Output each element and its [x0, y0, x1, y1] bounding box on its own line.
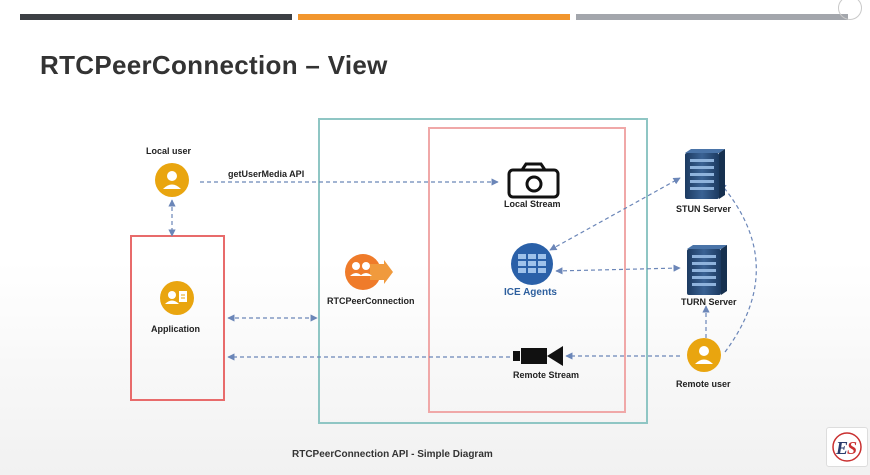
remote-user-icon: [687, 338, 721, 372]
header-bar-dark: [20, 14, 292, 20]
application-label: Application: [151, 324, 200, 334]
turn-server-icon: [687, 245, 727, 295]
ice-agents-label: ICE Agents: [504, 287, 557, 298]
local-user-icon: [155, 163, 189, 197]
remote-user-label: Remote user: [676, 379, 731, 389]
stun-server-icon: [685, 149, 725, 199]
ice-agents-icon: [511, 243, 553, 285]
es-logo: E S: [826, 427, 868, 467]
stun-server-label: STUN Server: [676, 204, 732, 214]
peer-connection-label: RTCPeerConnection: [327, 296, 415, 306]
arrow-ice-stun: [549, 177, 681, 251]
getusermedia-label: getUserMedia API: [228, 169, 305, 179]
turn-server-label: TURN Server: [681, 297, 737, 307]
diagram-caption: RTCPeerConnection API - Simple Diagram: [292, 449, 493, 460]
local-user-label: Local user: [146, 146, 192, 156]
camera-icon: [507, 162, 560, 199]
header-bar-orange: [298, 14, 570, 20]
arrow-ice-turn: [555, 264, 681, 275]
header-bar-gray: [576, 14, 848, 20]
svg-text:S: S: [847, 438, 857, 458]
local-stream-label: Local Stream: [504, 199, 561, 209]
svg-text:E: E: [835, 438, 848, 458]
application-icon: [160, 281, 194, 315]
corner-circle: [838, 0, 862, 20]
remote-stream-label: Remote Stream: [513, 370, 580, 380]
video-camera-icon: [513, 346, 563, 366]
es-logo-mark: E S: [832, 432, 862, 462]
peer-connection-icon: [345, 254, 393, 290]
application-box: [130, 235, 225, 401]
slide-title: RTCPeerConnection – View: [40, 50, 388, 80]
arrow-remote-stun: [719, 182, 757, 353]
